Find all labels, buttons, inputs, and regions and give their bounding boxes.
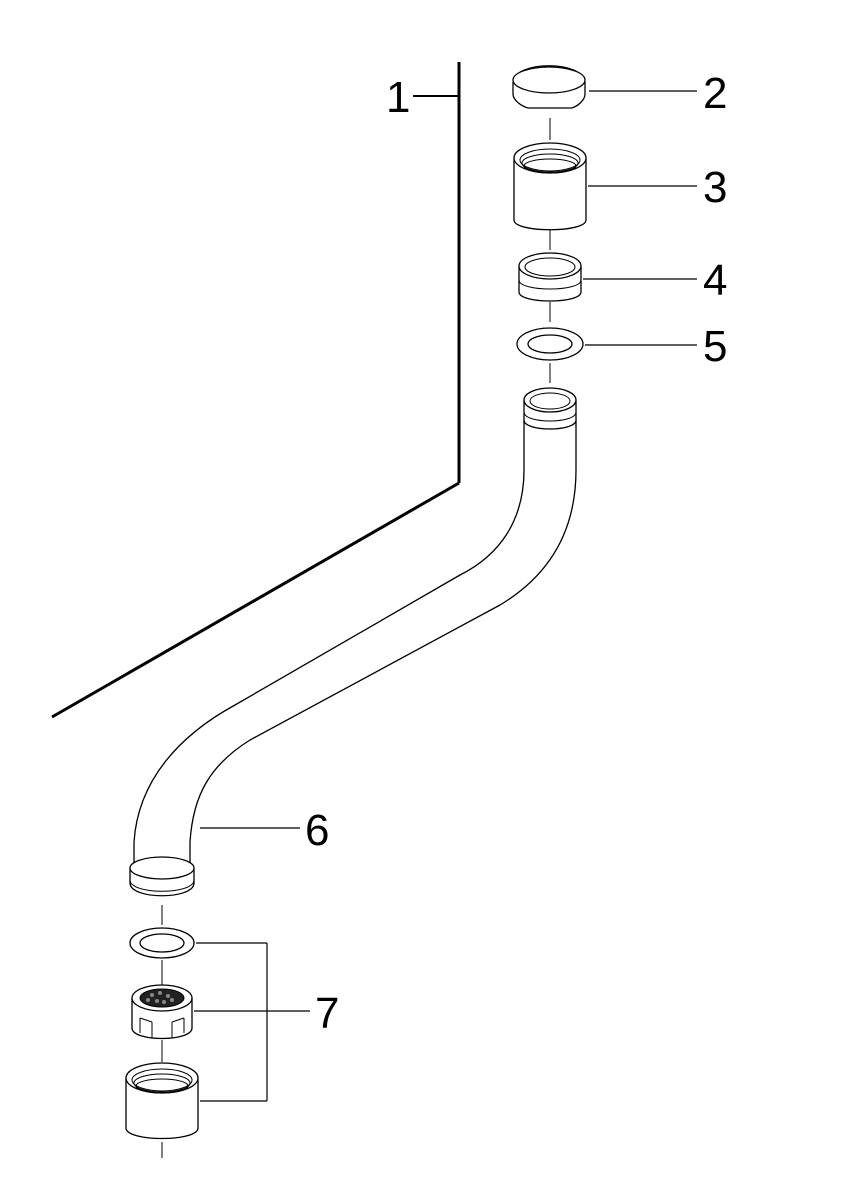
lower-washer-part — [129, 927, 195, 959]
label-item-2: 2 — [703, 69, 727, 118]
lower-threaded-sleeve-part — [125, 1062, 199, 1140]
item-labels: 1 2 3 4 5 6 7 — [305, 69, 727, 1038]
label-item-7: 7 — [315, 989, 339, 1038]
threaded-sleeve-part — [513, 142, 587, 231]
label-item-4: 4 — [703, 256, 727, 305]
aerator-insert-part — [131, 984, 193, 1040]
label-item-3: 3 — [703, 163, 727, 212]
ring-insert-part — [518, 252, 582, 302]
cap-part — [512, 65, 586, 109]
label-item-5: 5 — [703, 322, 727, 371]
leader-lines — [194, 90, 697, 1102]
spout-pipe-part — [129, 387, 577, 897]
washer-part — [516, 327, 584, 361]
wall-outline — [51, 62, 461, 719]
label-item-6: 6 — [305, 806, 329, 855]
label-item-1: 1 — [386, 73, 410, 122]
